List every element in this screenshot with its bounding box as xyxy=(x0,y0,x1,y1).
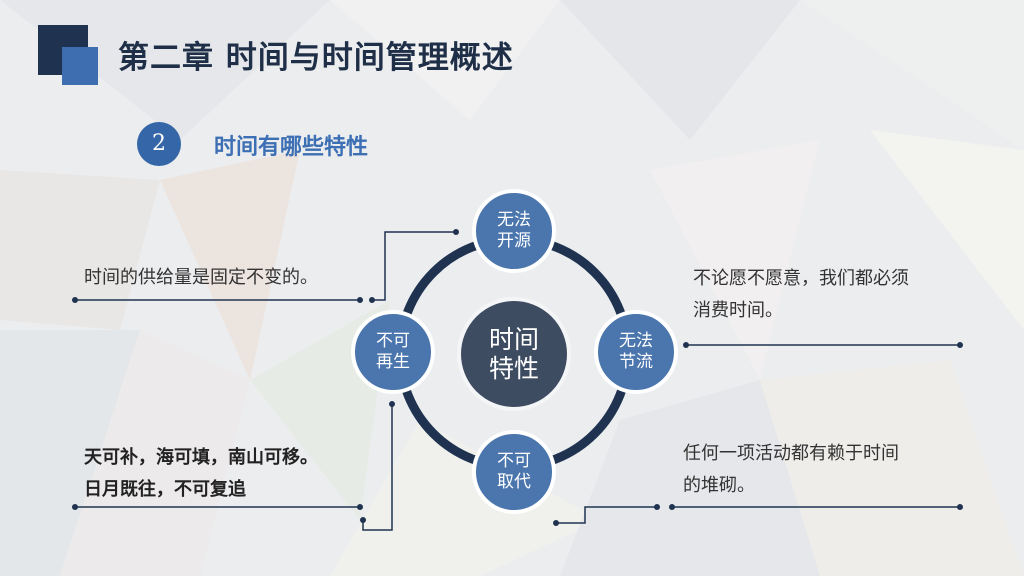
text-bottom-right-2: 的堆砌。 xyxy=(683,475,755,496)
node-bottom-line2: 取代 xyxy=(497,472,531,492)
node-right: 无法节流 xyxy=(594,310,678,394)
node-left-line1: 不可 xyxy=(376,331,410,351)
text-top-right-2: 消费时间。 xyxy=(693,300,783,321)
page-title: 第二章 时间与时间管理概述 xyxy=(118,40,514,76)
text-top-left: 时间的供给量是固定不变的。 xyxy=(84,267,318,288)
text-bottom-right-1: 任何一项活动都有赖于时间 xyxy=(683,443,899,464)
node-top-line1: 无法 xyxy=(497,210,531,230)
node-center-line1: 时间 xyxy=(488,325,539,354)
node-center-line2: 特性 xyxy=(488,354,539,383)
node-bottom: 不可取代 xyxy=(472,430,556,514)
node-right-line1: 无法 xyxy=(619,331,653,351)
node-top-line2: 开源 xyxy=(497,231,531,251)
node-top: 无法开源 xyxy=(472,189,556,273)
title-deco-square-blue xyxy=(62,47,98,85)
node-left: 不可再生 xyxy=(351,310,435,394)
node-bottom-line1: 不可 xyxy=(497,451,531,471)
node-left-line2: 再生 xyxy=(376,352,410,372)
text-top-right-1: 不论愿不愿意，我们都必须 xyxy=(693,268,909,289)
section-title: 时间有哪些特性 xyxy=(214,135,369,160)
text-bottom-left-2: 日月既往，不可复追 xyxy=(84,479,246,500)
section-number-badge: 2 xyxy=(137,122,181,166)
node-center: 时间特性 xyxy=(457,297,571,411)
text-bottom-left-1: 天可补，海可填，南山可移。 xyxy=(84,447,318,468)
node-right-line2: 节流 xyxy=(619,352,653,372)
